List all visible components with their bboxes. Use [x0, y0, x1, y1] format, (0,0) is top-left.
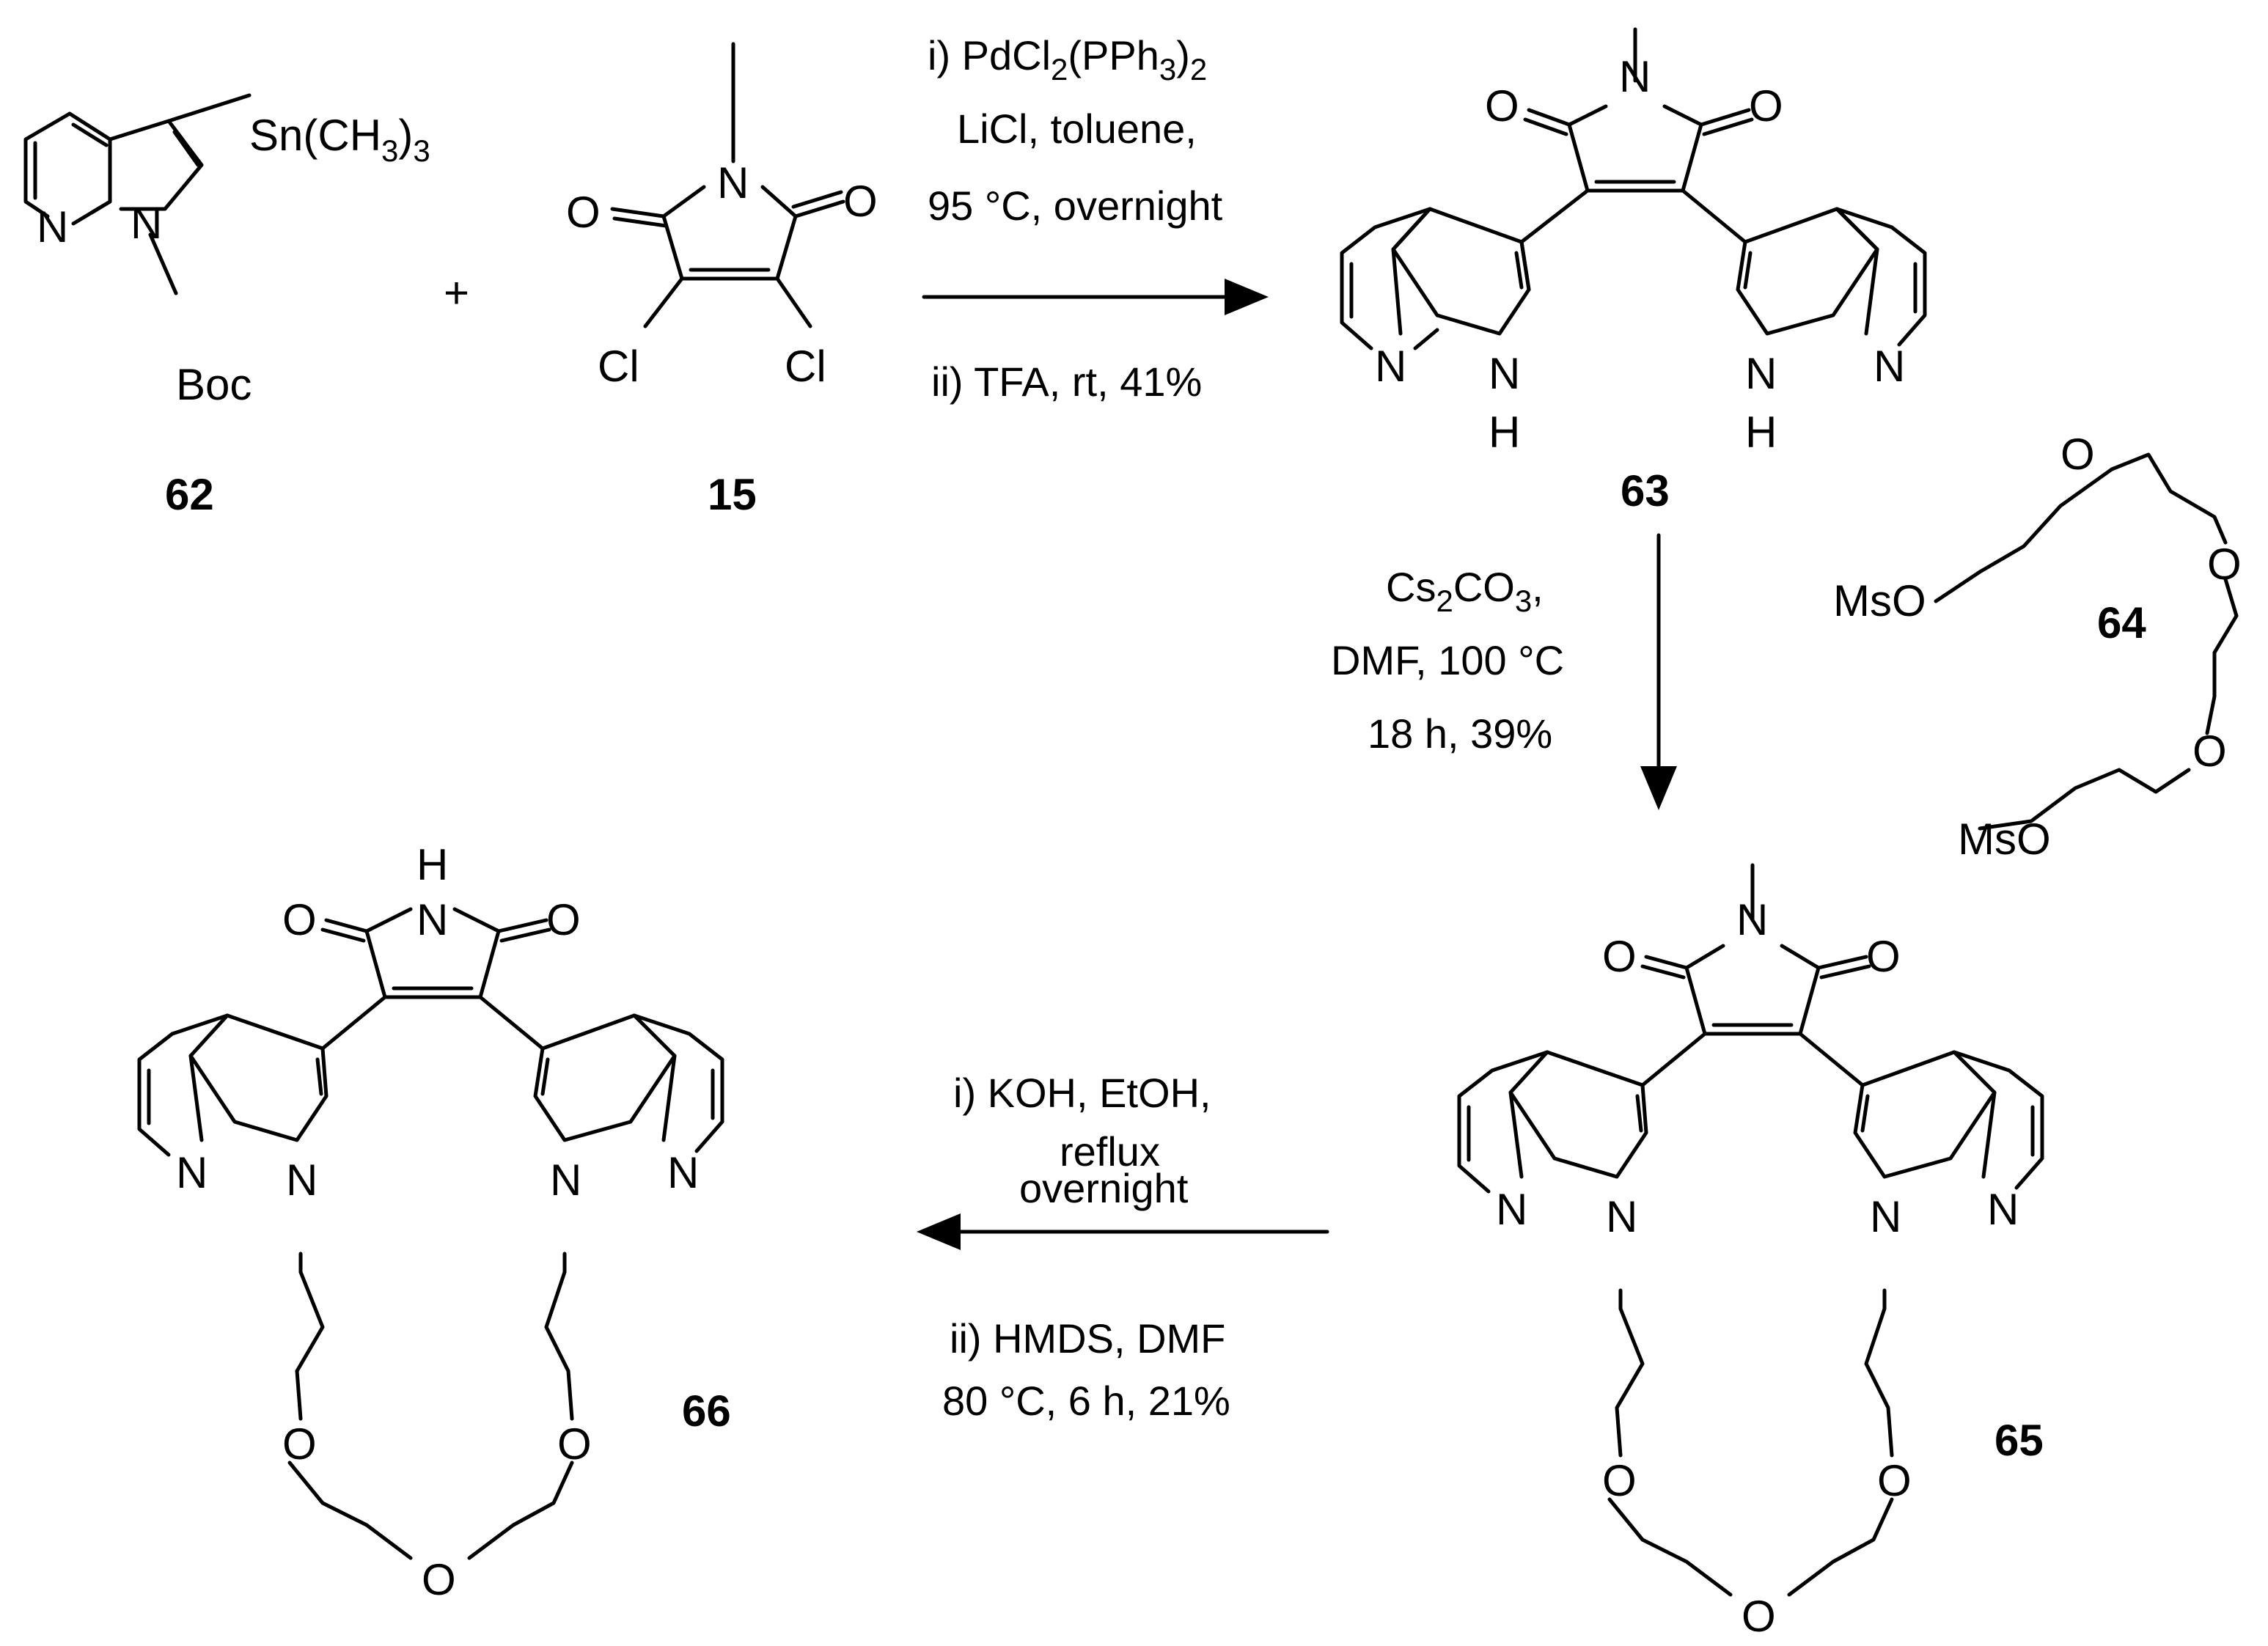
step2-line2: DMF, 100 °C: [1331, 637, 1564, 683]
atom-Cl-15-right: Cl: [785, 342, 826, 391]
atom-MsO-64-bottom: MsO: [1958, 815, 2051, 864]
compound-64-structure: [1934, 452, 2239, 831]
atom-O-66-right-ether: O: [557, 1419, 592, 1469]
compound-label-63: 63: [1621, 466, 1670, 515]
compound-62-structure: [23, 93, 252, 295]
atom-N-63-right-pyridine: N: [1874, 342, 1905, 391]
atom-O-65-right-ether: O: [1877, 1456, 1912, 1505]
atom-N-65-imide: N: [1736, 895, 1768, 944]
atom-O-15-right: O: [843, 177, 878, 226]
atom-N-66-right-pyrrole: N: [550, 1155, 581, 1205]
atom-O-65-bottom: O: [1742, 1592, 1776, 1641]
step1-line1: i) PdCl2(PPh3)2: [928, 32, 1207, 87]
plus-sign: +: [444, 268, 469, 317]
svg-text:Sn(CH3)3: Sn(CH3)3: [249, 111, 430, 168]
atom-N-65-left-pyrrole: N: [1606, 1192, 1637, 1241]
atom-O-64-3: O: [2192, 727, 2227, 776]
atom-N-63-left-pyrrole: N: [1489, 349, 1520, 398]
atom-O-65-left: O: [1602, 1456, 1637, 1505]
atom-MsO-64-top: MsO: [1833, 576, 1926, 625]
atom-N-65-right-pyridine: N: [1987, 1185, 2019, 1234]
atom-Cl-15-left: Cl: [598, 342, 639, 391]
atom-N-66-left-pyridine: N: [176, 1148, 208, 1197]
sn-sub2: 3: [413, 133, 430, 168]
sn-close: ): [398, 111, 413, 160]
atom-O-65-right: O: [1866, 932, 1901, 981]
atom-N-15: N: [717, 158, 749, 207]
atom-N-66-imide: N: [416, 895, 448, 944]
compound-label-62: 62: [165, 470, 214, 519]
atom-O-64-2: O: [2207, 540, 2242, 589]
step3-line1: i) KOH, EtOH,: [953, 1070, 1211, 1116]
step3-line2: reflux: [1060, 1128, 1160, 1175]
compound-63-structure: [1340, 27, 1927, 350]
atom-O-65-left: O: [1602, 932, 1637, 981]
atom-N-62-pyrrole: N: [131, 199, 162, 248]
sn-sub: 3: [381, 133, 398, 168]
atom-O-66-right: O: [546, 895, 581, 944]
compound-label-15: 15: [708, 470, 757, 519]
atom-N-66-right-pyridine: N: [667, 1148, 699, 1197]
step3-line5: 80 °C, 6 h, 21%: [942, 1378, 1230, 1424]
step1-line3: 95 °C, overnight: [928, 183, 1223, 229]
atom-H-63-right: H: [1745, 408, 1777, 457]
atom-O-66-left: O: [282, 895, 317, 944]
atom-N-63-right-pyrrole: N: [1745, 349, 1777, 398]
step1-line2: LiCl, toluene,: [957, 106, 1197, 152]
atom-N-65-right-pyrrole: N: [1870, 1192, 1901, 1241]
atom-N-63-imide: N: [1619, 52, 1651, 101]
tin-group-label: Sn(CH3)3: [249, 111, 430, 168]
atom-boc-62: Boc: [176, 360, 252, 409]
atom-H-63-left: H: [1489, 408, 1520, 457]
compound-15-structure: [610, 42, 845, 328]
compound-66-structure: [137, 907, 724, 1560]
step3-line4: ii) HMDS, DMF: [950, 1315, 1225, 1362]
atom-O-66-left: O: [282, 1419, 317, 1469]
compound-label-64: 64: [2097, 598, 2146, 647]
compound-label-66: 66: [682, 1386, 731, 1436]
sn-text: Sn(CH: [249, 111, 381, 160]
atom-O-15-left: O: [566, 188, 601, 237]
atom-N-63-left-pyridine: N: [1375, 342, 1406, 391]
atom-N-65-left-pyridine: N: [1496, 1185, 1527, 1234]
compound-65-structure: [1457, 863, 2044, 1597]
step2-line3: 18 h, 39%: [1368, 710, 1552, 757]
step1-line4: ii) TFA, rt, 41%: [931, 359, 1202, 405]
atom-O-66-bottom: O: [422, 1555, 456, 1604]
atom-H-66-imide: H: [416, 840, 448, 889]
atom-O-64-1: O: [2060, 430, 2095, 479]
compound-label-65: 65: [1994, 1416, 2044, 1465]
atom-N-66-left-pyrrole: N: [286, 1155, 318, 1205]
step2-line1: Cs2CO3,: [1386, 564, 1544, 618]
atom-O-63-left: O: [1485, 81, 1519, 131]
step3-line3: overnight: [1019, 1165, 1189, 1211]
atom-N-62-pyridine: N: [37, 202, 68, 251]
atom-O-63-right: O: [1749, 81, 1783, 131]
